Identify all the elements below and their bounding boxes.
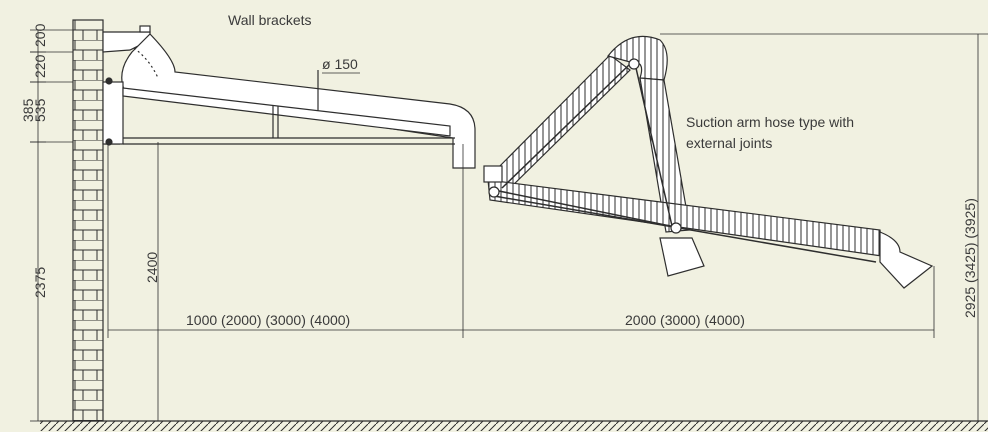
dimension-200: 200	[32, 23, 48, 47]
support-bracket-arm	[102, 77, 455, 146]
arm-type-label-line1: Suction arm hose type with	[686, 114, 854, 130]
wall-brackets-label: Wall brackets	[228, 12, 312, 28]
brick-wall	[72, 19, 104, 422]
bottom-dimension-lines	[107, 140, 935, 421]
dimension-2400: 2400	[144, 252, 160, 283]
dimension-220: 220	[32, 54, 48, 78]
floor	[40, 420, 988, 431]
arm-type-label-line2: external joints	[686, 135, 772, 151]
dimension-2375: 2375	[32, 267, 48, 298]
diameter-label: ø 150	[322, 56, 358, 72]
dimension-535: 535	[32, 98, 48, 122]
dimension-385: 385	[20, 98, 36, 122]
reach-arm-dimension: 2000 (3000) (4000)	[625, 312, 745, 328]
right-dimension-line	[660, 33, 988, 421]
height-total-dimension: 2925 (3425) (3925)	[962, 198, 978, 318]
suction-arm	[483, 35, 934, 289]
left-dimension-lines	[30, 29, 73, 422]
reach-bracket-dimension: 1000 (2000) (3000) (4000)	[186, 312, 350, 328]
